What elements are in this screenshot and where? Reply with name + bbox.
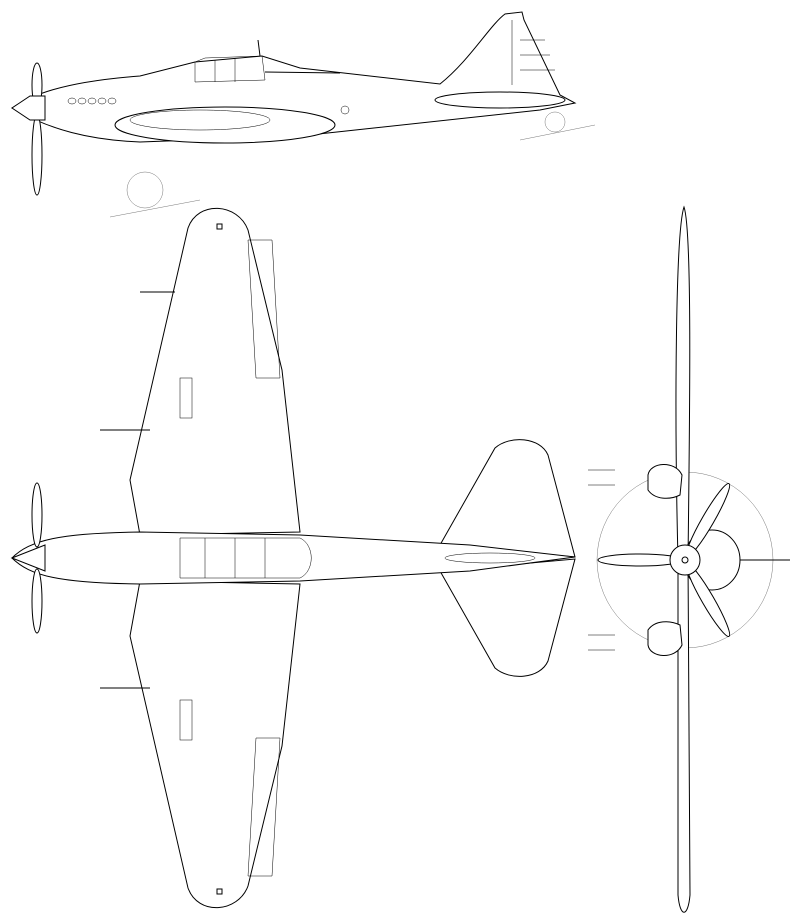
fuselage-top [11,531,576,585]
ground-line-front [109,199,201,218]
roundel-side [340,105,350,115]
wheel-well-upper [588,469,615,486]
aileron-lower [247,737,281,877]
tail-wheel-side [544,111,566,133]
nacelle-lower [647,621,683,656]
rudder-lines [511,20,555,85]
exhaust-stacks [67,97,117,105]
fuselage-side [11,11,577,143]
wing-lower [129,580,301,909]
propeller-blade-1-front [597,553,683,567]
spinner-top [10,544,46,572]
fin-top [444,552,536,564]
propeller-blade-lower-top [31,568,43,634]
propeller-blade-upper-top [31,482,43,548]
wing-side [114,106,336,144]
panel-upper [179,377,193,419]
canopy-top [179,537,312,579]
wing-upper [129,207,301,536]
canopy-side [194,55,266,83]
tailplane-upper [439,439,576,558]
front-view [588,205,790,913]
nacelle-upper [647,464,683,499]
aileron-upper [247,239,281,379]
panel-lower [179,699,193,741]
tailplane-lower [439,558,576,677]
nav-light-lower [216,888,223,895]
tailplane-side [434,91,566,109]
nav-light-upper [216,223,223,230]
spinner-side [11,95,46,121]
side-view [11,11,596,218]
rear-gun-side [264,71,341,74]
propeller-blade-lower-side [31,114,43,196]
wheel-well-lower [588,634,615,651]
ground-line-rear [519,124,596,141]
top-view [10,207,576,909]
spinner-hub [681,556,689,564]
antenna-mast [257,39,261,57]
wing-fairing-side [129,109,271,131]
main-wheel-side [126,171,164,209]
